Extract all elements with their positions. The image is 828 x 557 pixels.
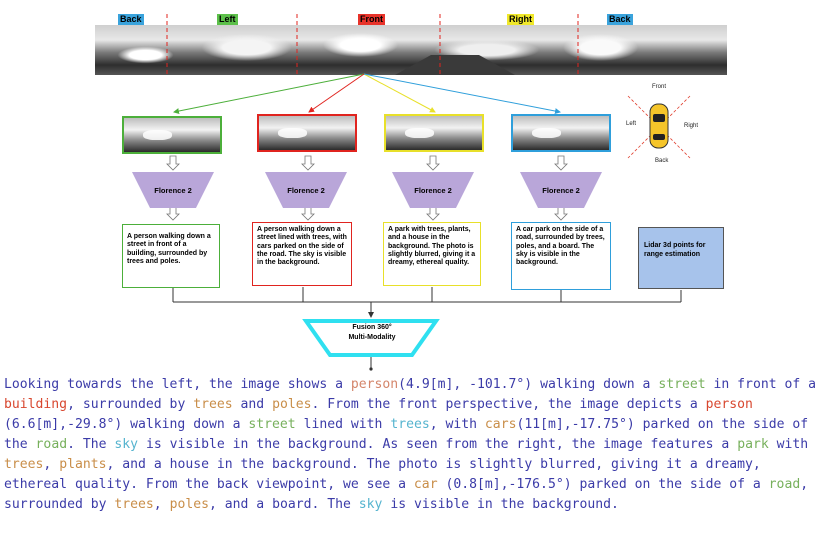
- highlighted-term: trees: [390, 417, 430, 432]
- compass-back: Back: [655, 158, 669, 164]
- view-image-left: [122, 116, 222, 154]
- caption-right: A park with trees, plants, and a house i…: [383, 222, 481, 286]
- compass-left: Left: [626, 121, 637, 127]
- pano-label-left: Left: [217, 14, 238, 25]
- description-text: (0.8[m],-176.5°) parked on the side of a: [437, 477, 769, 492]
- highlighted-term: plants: [59, 457, 107, 472]
- highlighted-term: poles: [272, 397, 312, 412]
- highlighted-term: park: [737, 437, 769, 452]
- description-text: , surrounded by: [67, 397, 194, 412]
- compass-right: Right: [684, 123, 699, 129]
- description-text: (6.6[m],-29.8°) walking down a: [4, 417, 249, 432]
- fusion-block: Fusion 360° Multi-Modality: [322, 323, 422, 343]
- description-text: Looking towards the left, the image show…: [4, 377, 351, 392]
- highlighted-term: person: [705, 397, 753, 412]
- highlighted-term: road: [768, 477, 801, 492]
- description-text: in front of a: [705, 377, 817, 392]
- description-text: with: [768, 437, 809, 452]
- description-text: and: [232, 397, 273, 412]
- caption-back: A car park on the side of a road, surrou…: [511, 222, 611, 290]
- description-text: lined with: [295, 417, 391, 432]
- highlighted-term: street: [248, 417, 296, 432]
- description-text: , and a house in the background. The pho…: [4, 457, 761, 492]
- florence-label: Florence 2: [287, 185, 325, 195]
- fusion-title: Fusion 360°: [352, 324, 392, 331]
- fusion-description: Looking towards the left, the image show…: [4, 375, 824, 515]
- description-text: ,: [43, 457, 60, 472]
- highlighted-term: street: [658, 377, 706, 392]
- description-text: is visible in the background. As seen fr…: [138, 437, 738, 452]
- highlighted-term: sky: [114, 437, 139, 452]
- highlighted-term: car: [413, 477, 438, 492]
- caption-front: A person walking down a street lined wit…: [252, 222, 352, 286]
- description-text: , surrounded by: [4, 477, 809, 512]
- highlighted-term: cars: [484, 417, 517, 432]
- highlighted-term: sky: [358, 497, 383, 512]
- fusion-subtitle: Multi-Modality: [348, 334, 396, 341]
- car-icon: [627, 95, 691, 159]
- description-text: ,: [153, 497, 170, 512]
- pano-label-back-right: Back: [607, 14, 633, 25]
- description-text: is visible in the background.: [382, 497, 619, 512]
- pano-label-right: Right: [507, 14, 534, 25]
- florence-label: Florence 2: [154, 185, 192, 195]
- description-text: , with: [429, 417, 485, 432]
- panorama-image: [95, 25, 727, 75]
- highlighted-term: poles: [169, 497, 209, 512]
- description-text: (4.9[m], -101.7°) walking down a: [398, 377, 659, 392]
- description-text: (11[m],-17.75°) parked on the side of th…: [4, 417, 809, 452]
- compass-front: Front: [652, 84, 667, 90]
- highlighted-term: trees: [4, 457, 44, 472]
- view-image-back: [511, 114, 611, 152]
- description-text: . The: [67, 437, 115, 452]
- pano-label-back-left: Back: [118, 14, 144, 25]
- highlighted-term: trees: [193, 397, 233, 412]
- highlighted-term: road: [35, 437, 68, 452]
- florence-label: Florence 2: [542, 185, 580, 195]
- highlighted-term: person: [350, 377, 399, 392]
- highlighted-term: trees: [114, 497, 154, 512]
- florence-label: Florence 2: [414, 185, 452, 195]
- pano-label-front: Front: [358, 14, 385, 25]
- description-text: . From the front perspective, the image …: [311, 397, 706, 412]
- view-image-right: [384, 114, 484, 152]
- lidar-box: Lidar 3d points for range estimation: [638, 227, 724, 289]
- caption-left: A person walking down a street in front …: [122, 224, 220, 288]
- highlighted-term: building: [4, 397, 68, 412]
- description-text: , and a board. The: [209, 497, 359, 512]
- view-image-front: [257, 114, 357, 152]
- panorama-road: [395, 55, 515, 75]
